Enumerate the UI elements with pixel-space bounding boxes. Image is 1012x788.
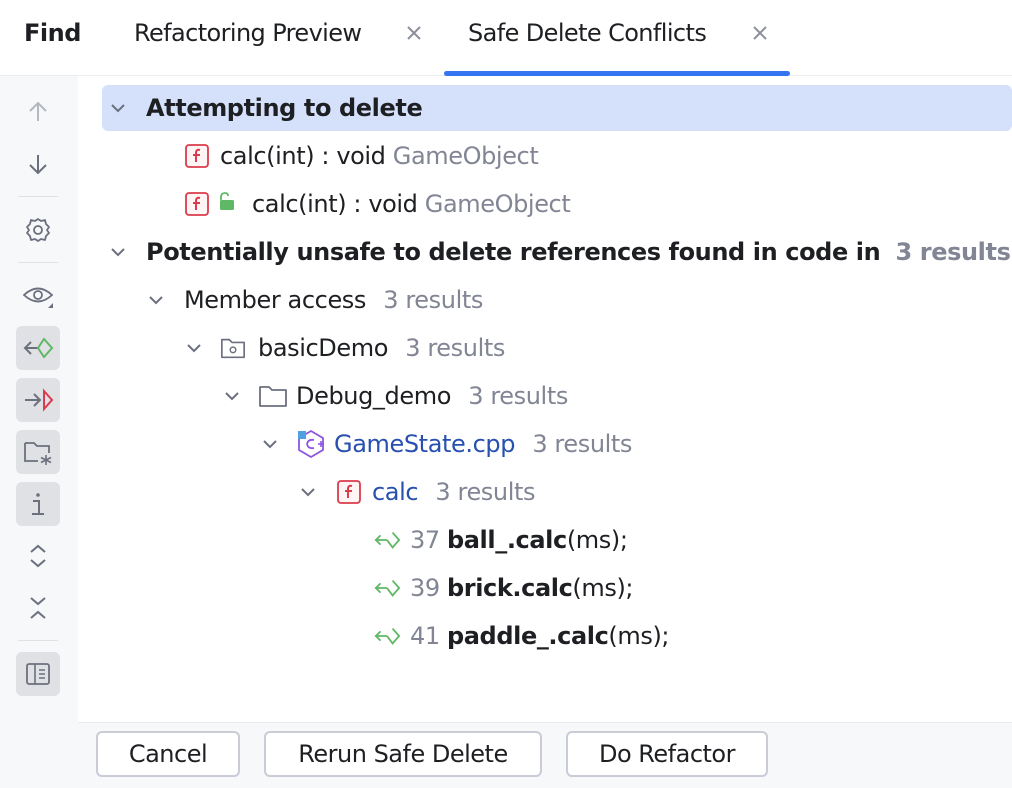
show-read-access-toggle[interactable] [16,326,60,370]
info-icon [32,493,44,515]
usage-row[interactable]: 37 ball_.calc(ms); [102,517,1012,563]
module-folder-icon [221,338,245,359]
tree-node-member-access[interactable]: Member access 3 results [102,277,1012,323]
tree-node-label: GameState.cpp [334,430,516,458]
action-bar: Cancel Rerun Safe Delete Do Refactor [78,722,1012,788]
close-icon[interactable] [750,23,770,43]
result-count: 3 results [405,334,505,362]
tree-node-function[interactable]: calc 3 results [102,469,1012,515]
read-access-icon [374,627,400,645]
tab-refactoring-preview[interactable]: Refactoring Preview [118,0,444,76]
usage-match: brick.calc [446,574,573,602]
cancel-button[interactable]: Cancel [96,731,240,777]
chevron-down-icon[interactable] [108,98,128,118]
group-by-directory-toggle[interactable] [16,430,60,474]
usage-code-rest: (ms); [566,526,628,554]
chevron-down-icon[interactable] [108,242,128,262]
usage-code-rest: (ms); [572,574,634,602]
tree-node-project[interactable]: basicDemo 3 results [102,325,1012,371]
read-access-icon [23,337,54,359]
tree-node-file[interactable]: GameState.cpp 3 results [102,421,1012,467]
tree-node-label: Potentially unsafe to delete references … [146,238,881,266]
close-icon[interactable] [404,23,424,43]
function-icon [185,192,209,216]
result-count: 3 results [532,430,633,458]
tool-window-tab-bar: Find Refactoring Preview Safe Delete Con… [0,0,1012,76]
tree-node-deleted-function[interactable]: calc(int) : void GameObject [102,181,1012,227]
toolbar-separator [18,262,58,263]
conflicts-tree: Attempting to delete calc(int) : void Ga… [78,76,1012,722]
do-refactor-button[interactable]: Do Refactor [566,731,768,777]
preview-panel-toggle[interactable] [16,652,60,696]
chevron-down-icon[interactable] [146,290,166,310]
function-owner: GameObject [392,142,539,170]
read-access-icon [374,531,400,549]
usage-line-number: 41 [410,622,440,650]
gear-icon [26,218,50,242]
view-options-button[interactable] [16,274,60,318]
toolbar-bottom-strip [0,722,78,788]
tree-node-attempting-to-delete[interactable]: Attempting to delete [102,85,1012,131]
write-access-icon [25,388,54,412]
usage-line-number: 39 [410,574,440,602]
usage-line-number: 37 [410,526,440,554]
tree-node-label: Attempting to delete [146,94,423,122]
rerun-safe-delete-button[interactable]: Rerun Safe Delete [264,731,542,777]
show-info-toggle[interactable] [16,482,60,526]
folder-icon [259,386,287,407]
function-signature: calc(int) : void [220,142,386,170]
chevron-down-icon[interactable] [222,386,242,406]
toolbar-separator [18,640,58,641]
collapse-all-icon [30,597,46,619]
tab-label: Safe Delete Conflicts [468,19,707,47]
result-count: 3 results [895,238,1011,266]
arrow-up-icon [29,101,47,121]
result-count: 3 results [468,382,568,410]
tree-node-deleted-function[interactable]: calc(int) : void GameObject [102,133,1012,179]
result-count: 3 results [435,478,536,506]
usage-code-rest: (ms); [608,622,670,650]
expand-all-icon [30,544,46,568]
usage-row[interactable]: 41 paddle_.calc(ms); [102,613,1012,659]
chevron-down-icon[interactable] [184,338,204,358]
result-count: 3 results [383,286,483,314]
usage-match: paddle_.calc [446,622,609,650]
tree-node-label: basicDemo [258,334,389,362]
cpp-file-icon [298,430,324,458]
preview-panel-icon [26,663,50,685]
settings-button[interactable] [16,208,60,252]
usage-row[interactable]: 39 brick.calc(ms); [102,565,1012,611]
left-toolbar [0,76,78,788]
chevron-down-icon[interactable] [298,482,318,502]
tree-node-folder[interactable]: Debug_demo 3 results [102,373,1012,419]
tree-node-label: calc [372,478,419,506]
tree-node-label: Debug_demo [296,382,451,410]
tool-window-title: Find [24,19,81,47]
collapse-all-button[interactable] [16,586,60,630]
function-icon [337,480,361,504]
chevron-down-icon[interactable] [260,434,280,454]
arrow-down-icon [29,155,47,175]
folder-settings-icon [24,442,52,465]
show-write-access-toggle[interactable] [16,378,60,422]
toolbar-separator [18,196,58,197]
usage-match: ball_.calc [446,526,567,554]
public-unlock-icon [220,192,234,210]
tree-node-label: Member access [184,286,367,314]
expand-all-button[interactable] [16,534,60,578]
next-occurrence-button[interactable] [16,142,60,186]
function-signature: calc(int) : void [252,190,418,218]
previous-occurrence-button[interactable] [16,90,60,134]
eye-icon [22,287,54,308]
function-owner: GameObject [424,190,571,218]
active-tab-indicator [444,71,790,76]
tree-node-unsafe-references[interactable]: Potentially unsafe to delete references … [102,229,1012,275]
read-access-icon [374,579,400,597]
tab-safe-delete-conflicts[interactable]: Safe Delete Conflicts [444,0,790,76]
tab-label: Refactoring Preview [134,19,362,47]
function-icon [185,144,209,168]
